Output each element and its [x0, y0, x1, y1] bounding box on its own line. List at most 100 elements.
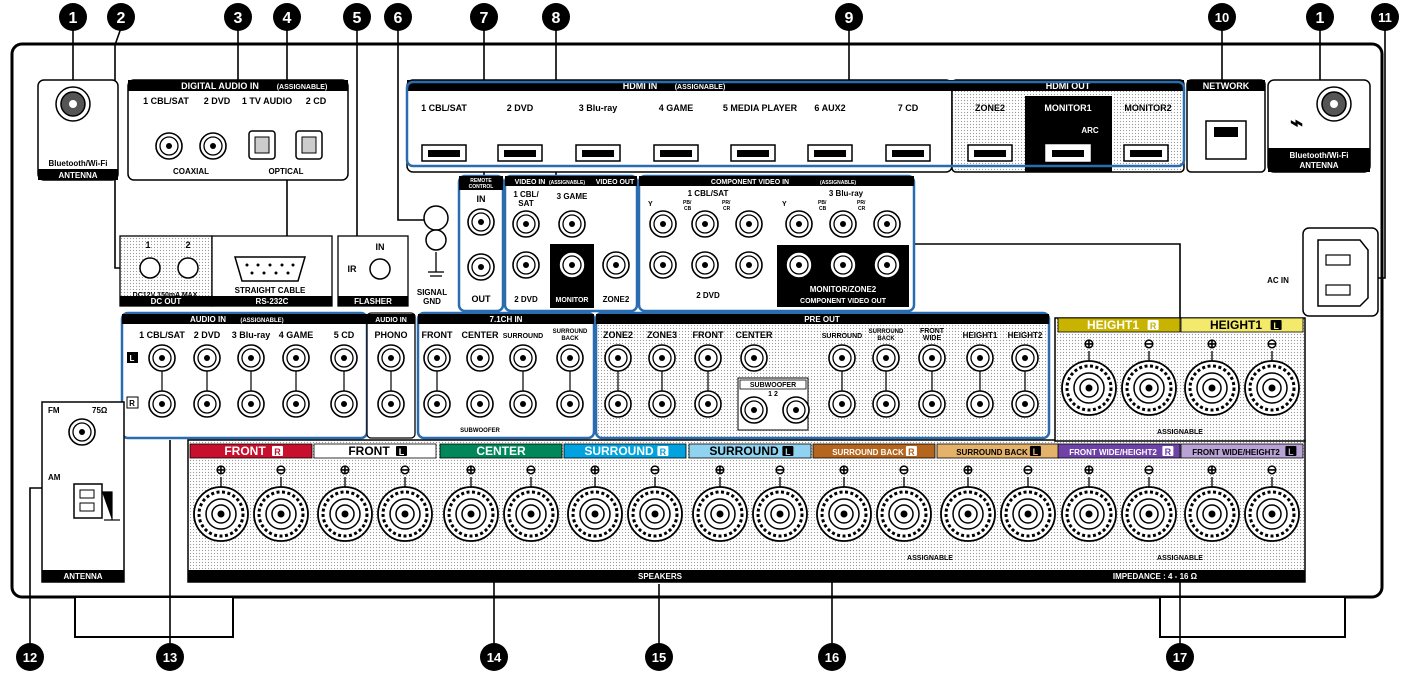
flasher-jack[interactable] — [370, 259, 390, 279]
speaker-terminal-positive[interactable] — [1185, 361, 1239, 415]
optical-port-1[interactable] — [249, 131, 275, 159]
comp-out-pb-jack[interactable] — [830, 252, 856, 278]
pre-out-front-r-jack[interactable] — [695, 391, 721, 417]
rs232c-port[interactable] — [235, 257, 305, 281]
ch71-surround-l-jack[interactable] — [510, 345, 536, 371]
video-in-2-jack[interactable] — [513, 252, 539, 278]
audio-in-3-r-jack[interactable] — [238, 391, 264, 417]
hdmi-out-port-monitor2[interactable] — [1124, 145, 1168, 161]
pre-out-sub2-jack[interactable] — [783, 397, 809, 423]
speaker-terminal-negative[interactable] — [753, 487, 807, 541]
pre-out-sb-r-jack[interactable] — [873, 391, 899, 417]
phono-l-jack[interactable] — [378, 345, 404, 371]
comp3-y-jack[interactable] — [786, 211, 812, 237]
fm-antenna-jack[interactable] — [69, 419, 95, 445]
pre-out-height1-r-jack[interactable] — [967, 391, 993, 417]
speaker-terminal-negative[interactable] — [1122, 361, 1176, 415]
pre-out-fw-l-jack[interactable] — [919, 345, 945, 371]
ch71-sb-r-jack[interactable] — [557, 391, 583, 417]
hdmi-in-port-7[interactable] — [886, 145, 930, 161]
audio-in-1-r-jack[interactable] — [149, 391, 175, 417]
hdmi-in-port-6[interactable] — [808, 145, 852, 161]
ch71-sb-l-jack[interactable] — [557, 345, 583, 371]
speaker-terminal-negative[interactable] — [1245, 361, 1299, 415]
monitor-out-jack[interactable] — [559, 252, 585, 278]
coaxial-jack-1[interactable] — [156, 133, 182, 159]
speaker-terminal-negative[interactable] — [1001, 487, 1055, 541]
audio-in-5-r-jack[interactable] — [331, 391, 357, 417]
speaker-terminal-positive[interactable] — [817, 487, 871, 541]
pre-out-zone2-l-jack[interactable] — [605, 345, 631, 371]
speaker-terminal-positive[interactable] — [444, 487, 498, 541]
speaker-terminal-positive[interactable] — [1185, 487, 1239, 541]
remote-in-jack[interactable] — [468, 209, 494, 235]
comp3-pb-jack[interactable] — [830, 211, 856, 237]
pre-out-height1-l-jack[interactable] — [967, 345, 993, 371]
speaker-terminal-positive[interactable] — [1062, 487, 1116, 541]
pre-out-surround-l-jack[interactable] — [829, 345, 855, 371]
pre-out-front-l-jack[interactable] — [695, 345, 721, 371]
speaker-terminal-negative[interactable] — [628, 487, 682, 541]
speaker-terminal-negative[interactable] — [504, 487, 558, 541]
video-in-1-jack[interactable] — [513, 211, 539, 237]
speaker-terminal-positive[interactable] — [318, 487, 372, 541]
comp3-pr-jack[interactable] — [874, 211, 900, 237]
antenna-left-connector[interactable] — [56, 87, 90, 121]
speaker-terminal-positive[interactable] — [693, 487, 747, 541]
hdmi-in-port-4[interactable] — [654, 145, 698, 161]
speaker-terminal-negative[interactable] — [254, 487, 308, 541]
pre-out-fw-r-jack[interactable] — [919, 391, 945, 417]
speaker-terminal-negative[interactable] — [1245, 487, 1299, 541]
pre-out-zone3-r-jack[interactable] — [649, 391, 675, 417]
phono-r-jack[interactable] — [378, 391, 404, 417]
hdmi-in-port-2[interactable] — [498, 145, 542, 161]
ch71-center-jack[interactable] — [467, 345, 493, 371]
hdmi-in-port-1[interactable] — [422, 145, 466, 161]
comp-out-y-jack[interactable] — [786, 252, 812, 278]
hdmi-in-port-3[interactable] — [576, 145, 620, 161]
ch71-front-r-jack[interactable] — [424, 391, 450, 417]
pre-out-sb-l-jack[interactable] — [873, 345, 899, 371]
pre-out-height2-l-jack[interactable] — [1012, 345, 1038, 371]
pre-out-center-jack[interactable] — [741, 345, 767, 371]
ch71-surround-r-jack[interactable] — [510, 391, 536, 417]
remote-out-jack[interactable] — [468, 254, 494, 280]
ethernet-port[interactable] — [1206, 121, 1246, 159]
dc-out-jack-2[interactable] — [178, 258, 198, 278]
ch71-front-l-jack[interactable] — [424, 345, 450, 371]
pre-out-surround-r-jack[interactable] — [829, 391, 855, 417]
comp1-pr-jack[interactable] — [736, 211, 762, 237]
pre-out-zone2-r-jack[interactable] — [605, 391, 631, 417]
optical-port-2[interactable] — [296, 131, 322, 159]
speaker-terminal-positive[interactable] — [568, 487, 622, 541]
comp2-pr-jack[interactable] — [736, 252, 762, 278]
antenna-right-connector[interactable] — [1317, 87, 1351, 121]
hdmi-out-port-monitor1[interactable] — [1046, 145, 1090, 161]
hdmi-out-port-zone2[interactable] — [968, 145, 1012, 161]
audio-in-2-l-jack[interactable] — [194, 345, 220, 371]
comp2-pb-jack[interactable] — [692, 252, 718, 278]
pre-out-sub1-jack[interactable] — [741, 397, 767, 423]
coaxial-jack-2[interactable] — [200, 133, 226, 159]
audio-in-2-r-jack[interactable] — [194, 391, 220, 417]
speaker-terminal-negative[interactable] — [1122, 487, 1176, 541]
pre-out-zone3-l-jack[interactable] — [649, 345, 675, 371]
ch71-sub-jack[interactable] — [467, 391, 493, 417]
ac-inlet[interactable] — [1303, 228, 1378, 316]
dc-out-jack-1[interactable] — [140, 258, 160, 278]
speaker-terminal-positive[interactable] — [941, 487, 995, 541]
video-out-zone2-jack[interactable] — [603, 252, 629, 278]
comp1-y-jack[interactable] — [650, 211, 676, 237]
speaker-terminal-positive[interactable] — [1062, 361, 1116, 415]
speaker-terminal-negative[interactable] — [877, 487, 931, 541]
audio-in-5-l-jack[interactable] — [331, 345, 357, 371]
comp2-y-jack[interactable] — [650, 252, 676, 278]
audio-in-1-l-jack[interactable] — [149, 345, 175, 371]
hdmi-in-port-5[interactable] — [731, 145, 775, 161]
am-antenna-terminal[interactable] — [74, 484, 102, 518]
audio-in-3-l-jack[interactable] — [238, 345, 264, 371]
audio-in-4-l-jack[interactable] — [283, 345, 309, 371]
speaker-terminal-positive[interactable] — [194, 487, 248, 541]
speaker-terminal-negative[interactable] — [378, 487, 432, 541]
audio-in-4-r-jack[interactable] — [283, 391, 309, 417]
